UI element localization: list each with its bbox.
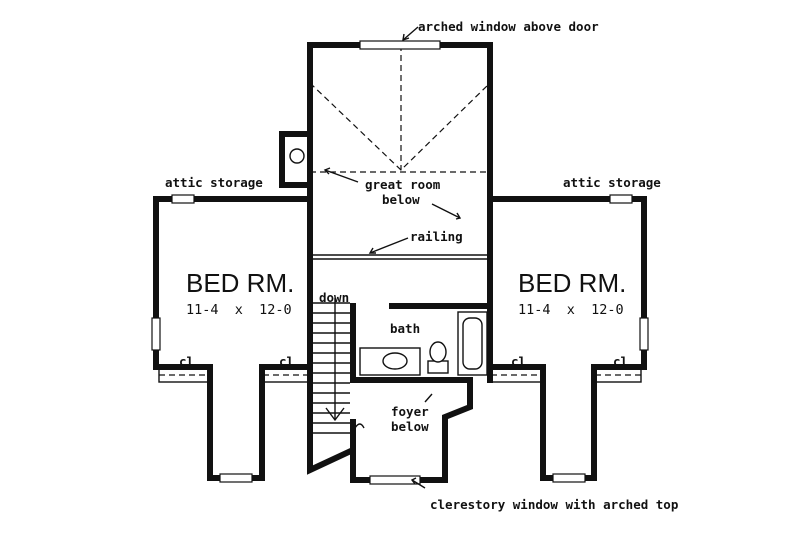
foyer-label-line1: foyer xyxy=(391,404,429,419)
clerestory-label: clerestory window with arched top xyxy=(430,497,678,512)
down-label: down xyxy=(319,290,349,305)
closet-label: cl xyxy=(613,354,628,369)
closet-label: cl xyxy=(279,354,294,369)
left-bedroom-size: 11-4 x 12-0 xyxy=(186,302,292,318)
foyer-label-line2: below xyxy=(391,419,429,434)
closet-label: cl xyxy=(511,354,526,369)
callout-arrows xyxy=(323,26,462,489)
right-bedroom-size: 11-4 x 12-0 xyxy=(518,302,624,318)
closet-label: cl xyxy=(179,354,194,369)
attic-storage-right-label: attic storage xyxy=(563,175,661,190)
left-bedroom-name: BED RM. xyxy=(186,268,294,298)
closets xyxy=(158,367,642,383)
right-bedroom-name: BED RM. xyxy=(518,268,626,298)
staircase xyxy=(313,298,365,450)
windows xyxy=(151,40,649,485)
great-room-label-line2: below xyxy=(382,192,420,207)
chimney xyxy=(279,131,313,188)
railing-label: railing xyxy=(410,229,463,244)
great-room-open-area xyxy=(309,45,491,260)
bath-label: bath xyxy=(390,321,420,336)
attic-storage-left-label: attic storage xyxy=(165,175,263,190)
arched-window-label: arched window above door xyxy=(418,19,599,34)
great-room-label-line1: great room xyxy=(365,177,441,192)
bath-fixtures xyxy=(359,311,488,376)
